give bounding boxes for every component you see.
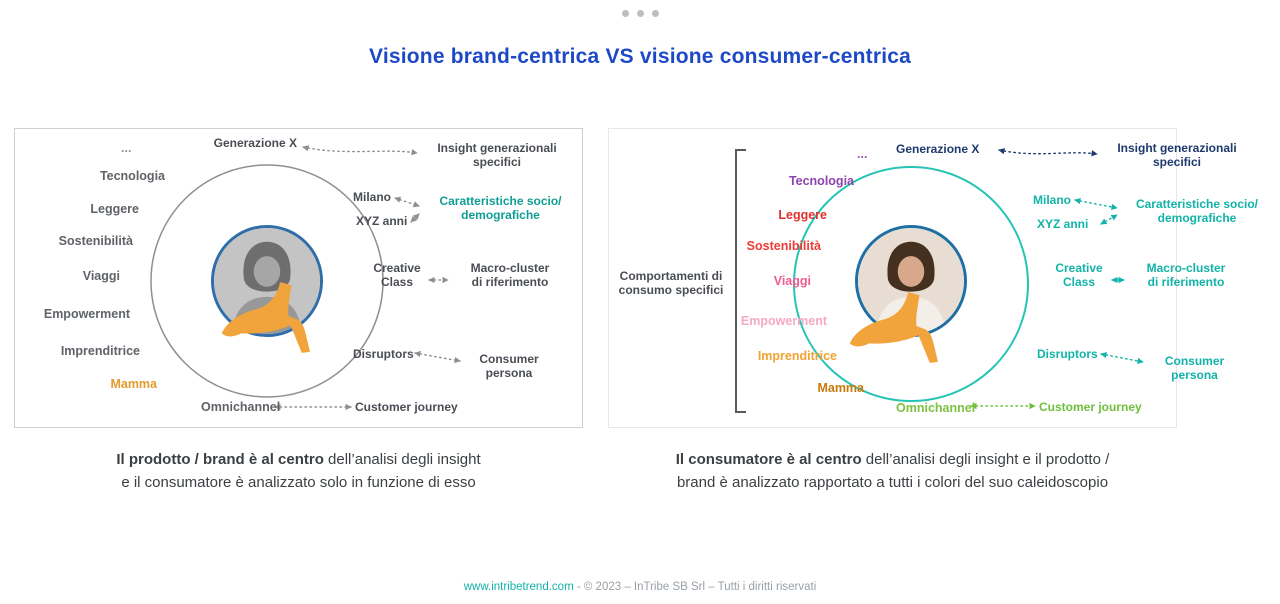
- socio-target: Caratteristiche socio/ demografiche: [439, 194, 562, 223]
- brand-caption-line2: e il consumatore è analizzato solo in fu…: [121, 473, 476, 491]
- journey-target: Customer journey: [355, 400, 458, 414]
- trait-tecnologia: Tecnologia: [788, 174, 854, 188]
- consumer-caption-line2: brand è analizzato rapportato a tutti i …: [676, 473, 1109, 491]
- trait-omnichannel: Omnichannel: [896, 401, 976, 415]
- trait-sostenibilita: Sostenibilità: [746, 239, 821, 253]
- website-link[interactable]: www.intribetrend.com: [463, 581, 574, 593]
- persona-photo-color: [855, 225, 967, 337]
- connector-xyz: [410, 213, 420, 223]
- brand-caption-bold: Il prodotto / brand è al centro: [116, 451, 324, 468]
- consumer-diagram-lines: [793, 148, 1144, 410]
- connector-disruptors: [414, 350, 461, 364]
- trait-mamma: Mamma: [110, 377, 157, 391]
- socio-target: Caratteristiche socio/ demografiche: [1135, 197, 1259, 226]
- brand-diagram-lines: [150, 145, 461, 411]
- trait-mamma: Mamma: [817, 381, 864, 395]
- consumer-caption-bold: Il consumatore è al centro: [675, 451, 862, 468]
- trait-ellipsis: ...: [121, 141, 132, 155]
- behaviors-bracket-label: Comportamenti di consumo specifici: [618, 269, 724, 298]
- socio-label-milano: Milano: [1033, 193, 1071, 207]
- connector-milano: [394, 196, 420, 208]
- trait-imprenditrice: Imprenditrice: [60, 344, 140, 358]
- trait-leggere: Leggere: [90, 202, 139, 216]
- macro-label: Creative Class: [373, 261, 421, 290]
- consumer-ring: [793, 166, 1029, 402]
- brand-ring: [150, 164, 384, 398]
- footer: www.intribetrend.com - © 2023 – InTribe …: [0, 581, 1280, 593]
- trait-empowerment: Empowerment: [43, 307, 130, 321]
- connector-disruptors: [1100, 351, 1144, 365]
- footer-copyright: - © 2023 – InTribe SB Srl – Tutti i diri…: [573, 581, 817, 593]
- connector-milano: [1074, 197, 1118, 211]
- socio-label-xyz: XYZ anni: [356, 214, 408, 228]
- page-title: Visione brand-centrica VS visione consum…: [369, 45, 911, 68]
- socio-label-xyz: XYZ anni: [1037, 217, 1089, 231]
- connector-generation: [998, 148, 1098, 157]
- consumer-centric-panel: Comportamenti di consumo specifici ... G…: [608, 128, 1258, 428]
- woman-portrait-icon: [858, 228, 964, 334]
- trait-empowerment: Empowerment: [740, 314, 827, 328]
- journey-target: Customer journey: [1039, 400, 1142, 414]
- generation-target: Insight generazionali specifici: [437, 141, 557, 170]
- generation-label: Generazione X: [896, 142, 980, 156]
- consumer-caption-line1: Il consumatore è al centro dell’analisi …: [608, 449, 1177, 472]
- window-dot: [636, 10, 644, 17]
- generation-target: Insight generazionali specifici: [1117, 141, 1237, 170]
- brand-caption-rest: dell’analisi degli insight: [323, 451, 481, 468]
- trait-omnichannel: Omnichannel: [201, 400, 281, 414]
- trait-viaggi: Viaggi: [773, 274, 811, 288]
- trait-viaggi: Viaggi: [82, 269, 120, 283]
- persona-target: Consumer persona: [1164, 354, 1225, 383]
- macro-label: Creative Class: [1055, 261, 1103, 290]
- connector-xyz: [1100, 214, 1118, 225]
- trait-ellipsis: ...: [857, 147, 868, 161]
- window-dot: [651, 10, 659, 17]
- persona-label: Disruptors: [353, 347, 414, 361]
- brand-caption: Il prodotto / brand è al centro dell’ana…: [14, 449, 583, 494]
- generation-label: Generazione X: [213, 136, 297, 150]
- trait-leggere: Leggere: [778, 208, 827, 222]
- trait-imprenditrice: Imprenditrice: [757, 349, 837, 363]
- brand-centric-panel: ... Generazione X Insight generazionali …: [14, 128, 583, 428]
- trait-tecnologia: Tecnologia: [99, 169, 165, 183]
- consumer-caption-rest: dell’analisi degli insight e il prodotto…: [861, 451, 1110, 468]
- high-heel-shoe-icon: [839, 285, 957, 367]
- high-heel-shoe-icon: [211, 275, 329, 357]
- window-controls: [0, 10, 1280, 17]
- persona-label: Disruptors: [1037, 347, 1098, 361]
- persona-target: Consumer persona: [479, 352, 539, 381]
- macro-target: Macro-cluster di riferimento: [1146, 261, 1226, 290]
- socio-label-milano: Milano: [353, 190, 391, 204]
- consumer-caption: Il consumatore è al centro dell’analisi …: [608, 449, 1177, 494]
- connector-generation: [302, 145, 418, 156]
- trait-sostenibilita: Sostenibilità: [58, 234, 133, 248]
- macro-target: Macro-cluster di riferimento: [470, 261, 550, 290]
- window-dot: [621, 10, 629, 17]
- brand-caption-line1: Il prodotto / brand è al centro dell’ana…: [14, 449, 583, 472]
- behaviors-bracket: [735, 149, 746, 413]
